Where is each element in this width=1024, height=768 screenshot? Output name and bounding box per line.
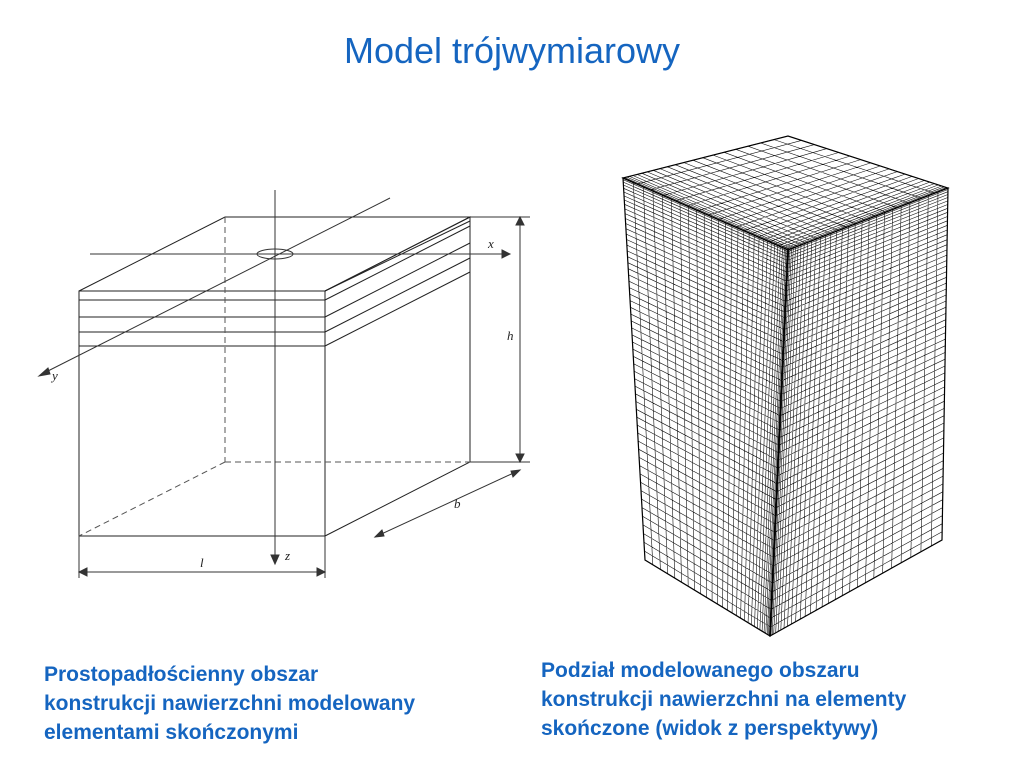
front-face — [78, 290, 326, 537]
layer-line — [324, 242, 471, 318]
fe-mesh-figure — [621, 135, 950, 638]
left-caption-line: Prostopadłościenny obszar — [44, 663, 319, 686]
right-caption-line: skończone (widok z perspektywy) — [541, 717, 879, 740]
right-face — [324, 216, 471, 537]
slide-title: Model trójwymiarowy — [343, 30, 681, 71]
z-arrow — [270, 554, 280, 566]
y-arrow — [37, 367, 51, 377]
x-arrow — [501, 249, 512, 259]
layer-line — [324, 220, 471, 292]
b-dimension — [374, 469, 521, 538]
y-label: y — [50, 368, 58, 383]
y-axis — [41, 197, 391, 375]
cuboid-schematic: x y z h b l — [37, 190, 530, 578]
mesh-top-face — [621, 135, 950, 251]
left-caption: Prostopadłościenny obszar konstrukcji na… — [44, 660, 514, 747]
b-label: b — [454, 496, 461, 511]
load-ellipse — [256, 248, 294, 260]
layer-line — [324, 257, 471, 333]
mesh-grid — [622, 135, 949, 637]
left-caption-line: elementami skończonymi — [44, 721, 299, 744]
layer-line — [324, 271, 471, 347]
layer-line — [324, 225, 471, 301]
right-caption-line: konstrukcji nawierzchni na elementy — [541, 688, 907, 711]
left-caption-line: konstrukcji nawierzchni modelowany — [44, 692, 416, 715]
right-caption-line: Podział modelowanego obszaru — [541, 659, 860, 682]
x-label: x — [487, 236, 494, 251]
hidden-edge — [78, 461, 226, 537]
right-caption: Podział modelowanego obszaru konstrukcji… — [541, 656, 1011, 743]
l-label: l — [200, 555, 204, 570]
h-label: h — [507, 328, 514, 343]
mesh-lines — [622, 135, 949, 637]
z-label: z — [284, 548, 290, 563]
